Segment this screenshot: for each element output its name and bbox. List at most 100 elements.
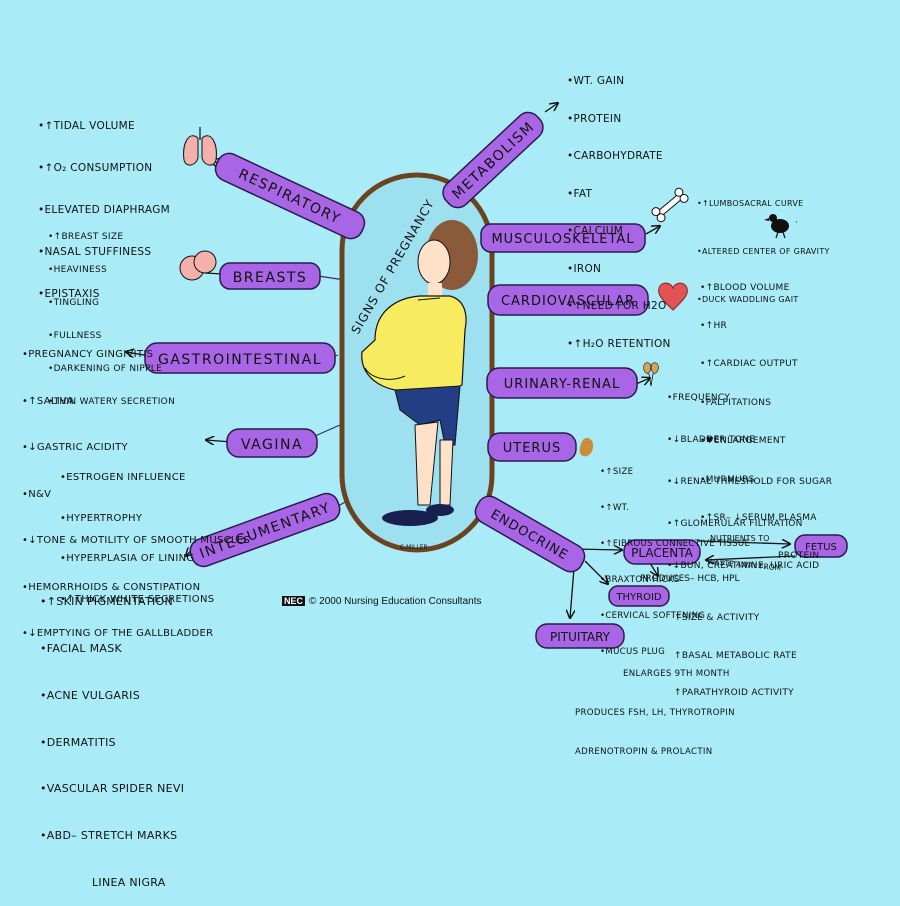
list-item: •↓BLADDER TONE [667, 435, 756, 445]
list-item: ↑SIZE & ACTIVITY [674, 613, 760, 623]
list-item: •CALCIUM [567, 225, 624, 237]
placenta-produces-text: PRODUCES– HCB, HPL [640, 574, 740, 584]
system-label-respiratory: RESPIRATORY [214, 152, 366, 240]
list-item: •NASAL STUFFINESS [38, 246, 152, 258]
placenta-label: PLACENTA [623, 539, 701, 565]
list-item: •EPISTAXIS [38, 288, 100, 300]
svg-text:CARDIOVASCULAR: CARDIOVASCULAR [501, 294, 635, 309]
list-item: •↑TIDAL VOLUME [38, 120, 135, 132]
list-item: •CARBOHYDRATE [567, 150, 663, 162]
gastrointestinal-items-list: •PREGNANCY GINGIVITIS •↑SALIVA •↓GASTRIC… [22, 316, 250, 657]
list-item: •↑NEED FOR H2O [567, 300, 667, 312]
kidney-icon [643, 362, 659, 387]
publisher-logo: NEC [282, 596, 306, 606]
list-item: •DUCK WADDLING GAIT [697, 295, 799, 304]
list-item: •HYPERPLASIA OF LINING [60, 553, 195, 564]
list-item: •↓EMPTYING OF THE GALLBLADDER [22, 628, 214, 639]
svg-text:METABOLISM: METABOLISM [449, 119, 538, 203]
list-item: LINEA NIGRA [92, 875, 166, 889]
system-label-uterus: UTERUS [487, 432, 577, 462]
list-item: •PALPITATIONS [700, 397, 772, 408]
svg-text:PITUITARY: PITUITARY [550, 630, 611, 644]
list-item: •↑SKIN PIGMENTATION [40, 595, 174, 609]
list-item: •↑SALIVA [22, 395, 74, 407]
respiratory-items-list: •↑TIDAL VOLUME •↑O₂ CONSUMPTION •ELEVATE… [38, 91, 170, 315]
list-item: •DERMATITIS [40, 735, 116, 749]
list-item: •FULLNESS [48, 331, 102, 341]
thyroid-label: THYROID [608, 585, 670, 607]
list-item: •↓GASTRIC ACIDITY [22, 442, 128, 453]
list-item: •↑FIBROUS CONNECTIVE TISSUE [600, 539, 751, 549]
musculoskeletal-items-list: •↑LUMBOSACRAL CURVE •ALTERED CENTER OF G… [697, 164, 830, 324]
duck-icon [764, 214, 789, 239]
system-label-breasts: BREASTS [219, 262, 321, 290]
list-item: •ABD– STRETCH MARKS [40, 829, 178, 843]
list-item: ↑PARATHYROID ACTIVITY [674, 688, 794, 698]
list-item: •↓TONE & MOTILITY OF SMOOTH MUSCLES [22, 535, 251, 546]
pregnancy-mind-map: SIGNS OF PREGNANCY C.MILLER RESPIRATORY … [0, 0, 848, 649]
system-label-vagina: VAGINA [226, 428, 318, 458]
lungs-icon [183, 127, 217, 166]
list-item: PROTEIN [778, 551, 820, 562]
list-item: •HEAVINESS [48, 265, 107, 275]
list-item: •↑HR [700, 320, 728, 331]
svg-text:URINARY-RENAL: URINARY-RENAL [504, 377, 620, 392]
list-item: •HYPERTROPHY [60, 512, 143, 524]
list-item: •FACIAL MASK [40, 641, 123, 655]
list-item: •↑GLOMERULAR FILTRATION [667, 519, 803, 529]
list-item: •ACNE VULGARIS [40, 688, 140, 702]
list-item: •↑H₂O RETENTION [567, 337, 671, 350]
list-item: •↑SIZE [600, 467, 634, 477]
list-item: •↑WT. [600, 503, 630, 513]
metabolism-items-list: •WT. GAIN •PROTEIN •CARBOHYDRATE •FAT •C… [567, 50, 671, 363]
waddle-marks: · [795, 218, 798, 228]
list-item: •↑THICK WHITE SECRETIONS [60, 593, 215, 605]
svg-text:VAGINA: VAGINA [241, 437, 303, 453]
list-item: •ALTERED CENTER OF GRAVITY [697, 247, 830, 256]
svg-text:MUSCULOSKELETAL: MUSCULOSKELETAL [491, 232, 634, 247]
list-item: •PROTEIN [567, 112, 622, 125]
thyroid-items-list: ↑SIZE & ACTIVITY ↑BASAL METABOLIC RATE ↑… [674, 587, 797, 712]
uterus-items-list: •↑SIZE •↑WT. •↑FIBROUS CONNECTIVE TISSUE… [600, 442, 750, 670]
svg-text:FETUS: FETUS [805, 542, 837, 553]
svg-text:GASTROINTESTINAL: GASTROINTESTINAL [158, 352, 322, 368]
list-item: •↓RENAL THRESHOLD FOR SUGAR [667, 477, 833, 487]
svg-text:PLACENTA: PLACENTA [631, 546, 694, 560]
list-item: ENLARGES 9TH MONTH [623, 669, 730, 679]
nutrients-to-label: NUTRIENTS TO [710, 534, 770, 543]
svg-text:UTERUS: UTERUS [503, 441, 561, 456]
list-item: •TINGLING [48, 298, 100, 308]
list-item: ADRENOTROPIN & PROLACTIN [575, 747, 713, 757]
bone-icon [651, 187, 689, 223]
list-item: •VASCULAR SPIDER NEVI [40, 782, 185, 796]
list-item: •FAT [567, 187, 593, 200]
list-item: •↑BREAST SIZE [48, 232, 124, 242]
list-item: •ESTROGEN INFLUENCE [60, 472, 186, 483]
fetus-label: FETUS [794, 534, 848, 558]
uterus-icon [579, 437, 594, 457]
system-label-cardiovascular: CARDIOVASCULAR [487, 284, 649, 316]
list-item: •↑BLOOD VOLUME [700, 282, 790, 293]
copyright-credit: NEC© 2000 Nursing Education Consultants [282, 596, 482, 607]
list-item: •BRAXTON HICKS [600, 575, 680, 585]
system-label-endocrine: ENDOCRINE [474, 495, 586, 573]
list-item: •FREQUENCY [667, 393, 731, 403]
list-item: •THIN WATERY SECRETION [48, 397, 176, 407]
list-item: •PREGNANCY GINGIVITIS [22, 349, 154, 360]
list-item: •↑SR– ↓SERUM PLASMA [700, 512, 817, 523]
pregnant-woman-illustration [361, 220, 478, 526]
integumentary-items-list: •↑SKIN PIGMENTATION •FACIAL MASK •ACNE V… [40, 563, 184, 906]
list-item: •WT. GAIN [567, 75, 625, 87]
system-label-musculoskeletal: MUSCULOSKELETAL [480, 223, 646, 253]
breasts-items-list: •↑BREAST SIZE •HEAVINESS •TINGLING •FULL… [48, 210, 175, 419]
list-item: •↓BUN, CREATININE, URIC ACID [667, 561, 820, 571]
pituitary-items-list: ENLARGES 9TH MONTH PRODUCES FSH, LH, THY… [575, 642, 735, 772]
list-item: •HEMORRHOIDS & CONSTIPATION [22, 581, 201, 593]
connector-arrows [126, 103, 796, 618]
list-item: •CERVICAL SOFTENING [600, 611, 706, 621]
svg-text:THYROID: THYROID [615, 592, 662, 603]
list-item: •ELEVATED DIAPHRAGM [38, 204, 171, 216]
list-item: •↑CARDIAC OUTPUT [700, 359, 798, 370]
list-item: ↑BASAL METABOLIC RATE [674, 650, 797, 661]
svg-text:BREASTS: BREASTS [233, 270, 308, 286]
